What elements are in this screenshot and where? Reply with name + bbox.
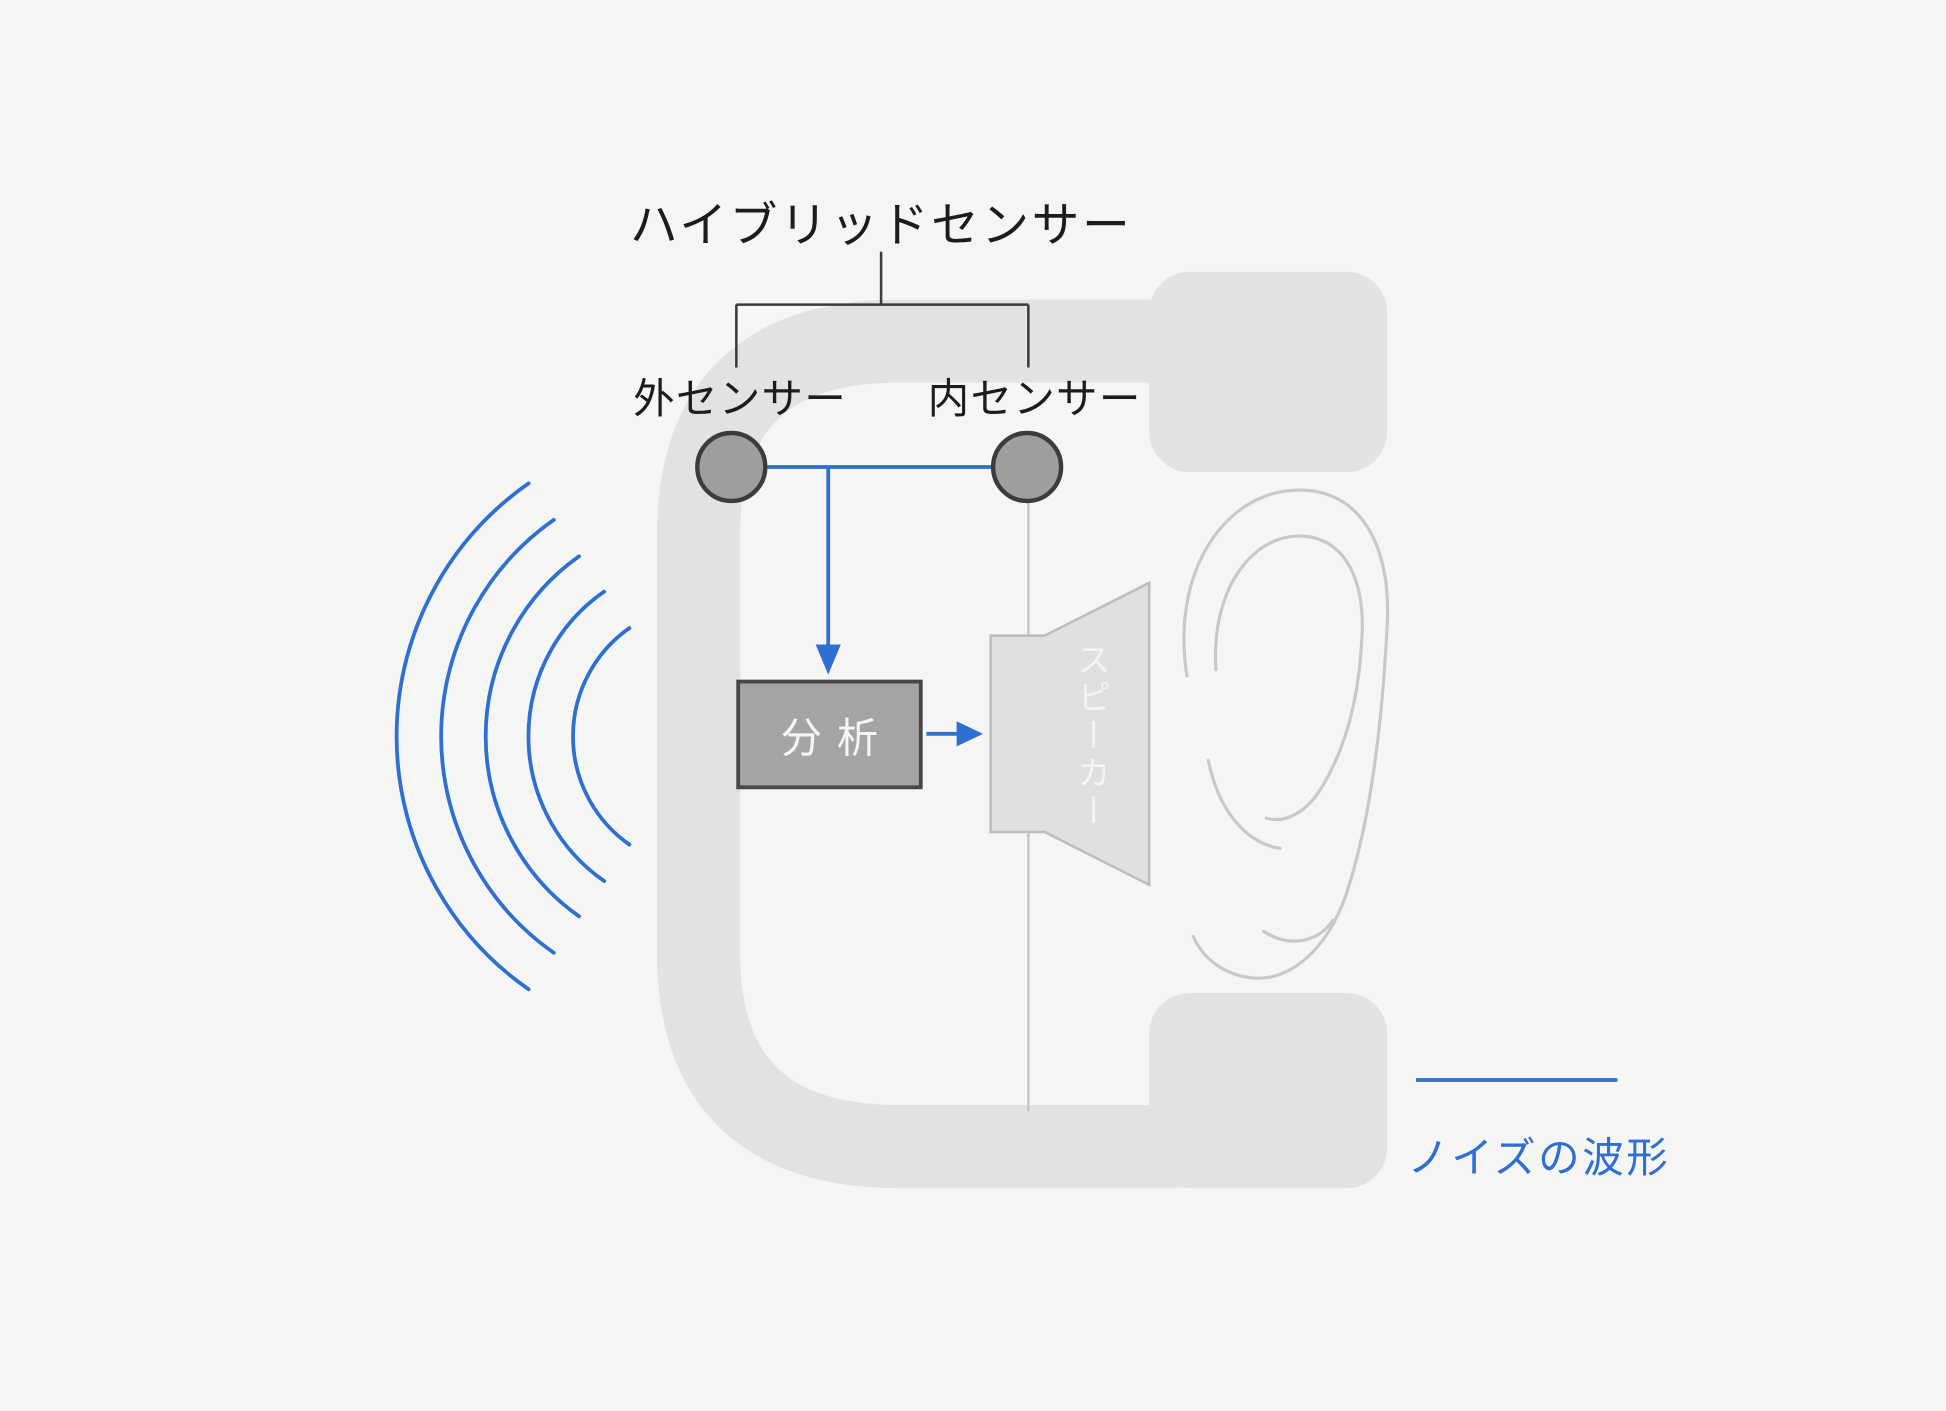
speaker-label: スピーカー <box>1070 641 1110 831</box>
sound-wave-arc <box>394 481 531 992</box>
ear-concha-line <box>1206 758 1282 850</box>
sound-wave-arc <box>439 517 556 955</box>
ear-lobe-line <box>1262 918 1335 943</box>
noise-sound-waves <box>394 481 632 992</box>
headphone-earcup-top <box>1149 271 1388 473</box>
analysis-label: 分析 <box>780 713 893 763</box>
title-bracket <box>735 251 1030 368</box>
sound-wave-arc <box>483 554 581 919</box>
outer-sensor-dot <box>695 430 768 504</box>
sound-wave-arc <box>571 626 632 847</box>
down-arrowhead-icon <box>815 644 841 675</box>
right-arrowhead-icon <box>956 721 984 747</box>
inner-sensor-dot <box>990 430 1064 504</box>
sound-wave-arc <box>526 589 607 883</box>
analysis-box: 分析 <box>736 679 923 790</box>
headphone-earcup-bottom <box>1149 993 1388 1189</box>
noise-waveform-legend-label: ノイズの波形 <box>1407 1132 1671 1182</box>
signal-flow-lines <box>765 465 995 747</box>
inner-sensor-label: 内センサー <box>927 373 1142 423</box>
diagram-title: ハイブリッドセンサー <box>629 197 1133 253</box>
headphone-band <box>657 299 1177 1189</box>
speaker-icon <box>989 580 1151 887</box>
ear-outline <box>1182 488 1390 980</box>
ear-helix-line <box>1213 534 1364 822</box>
outer-sensor-label: 外センサー <box>633 373 848 423</box>
ear-outer-contour <box>1182 488 1390 980</box>
